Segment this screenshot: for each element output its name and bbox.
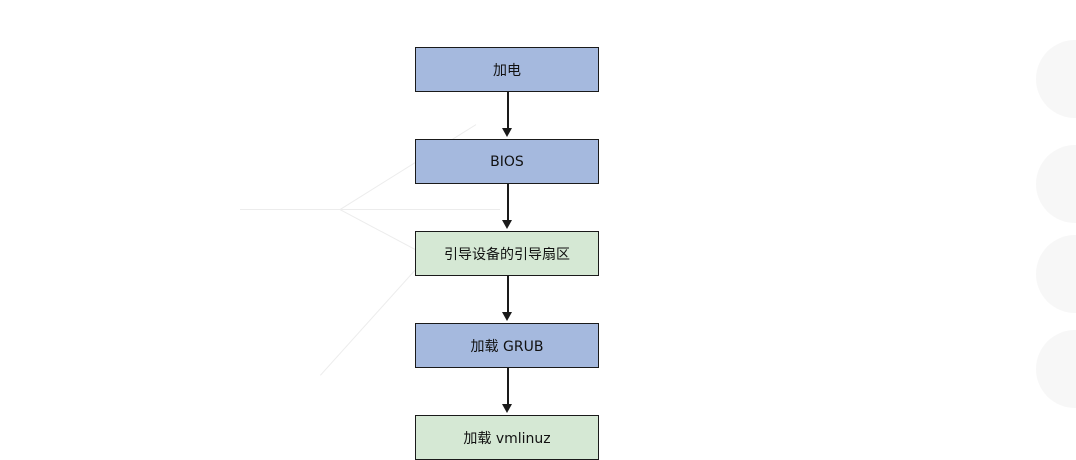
background-decor-shape bbox=[1036, 235, 1076, 313]
arrowhead-icon bbox=[502, 128, 512, 137]
arrowhead-icon bbox=[502, 404, 512, 413]
node-boot-sector: 引导设备的引导扇区 bbox=[415, 231, 599, 276]
edge-arrow bbox=[507, 368, 509, 405]
node-label: 加电 bbox=[493, 62, 521, 79]
background-decor-line bbox=[240, 209, 500, 210]
background-decor-shape bbox=[1036, 145, 1076, 223]
node-label: 加载 vmlinuz bbox=[463, 430, 551, 447]
node-bios: BIOS bbox=[415, 139, 599, 184]
background-decor-shape bbox=[1036, 40, 1076, 118]
background-decor-shape bbox=[1036, 330, 1076, 408]
node-power-on: 加电 bbox=[415, 47, 599, 92]
node-load-vmlinuz: 加载 vmlinuz bbox=[415, 415, 599, 460]
arrowhead-icon bbox=[502, 312, 512, 321]
edge-arrow bbox=[507, 184, 509, 221]
arrowhead-icon bbox=[502, 220, 512, 229]
edge-arrow bbox=[507, 276, 509, 313]
node-label: 引导设备的引导扇区 bbox=[444, 246, 570, 263]
edge-arrow bbox=[507, 92, 509, 129]
node-label: BIOS bbox=[490, 153, 524, 170]
node-load-grub: 加载 GRUB bbox=[415, 323, 599, 368]
node-label: 加载 GRUB bbox=[470, 338, 544, 355]
